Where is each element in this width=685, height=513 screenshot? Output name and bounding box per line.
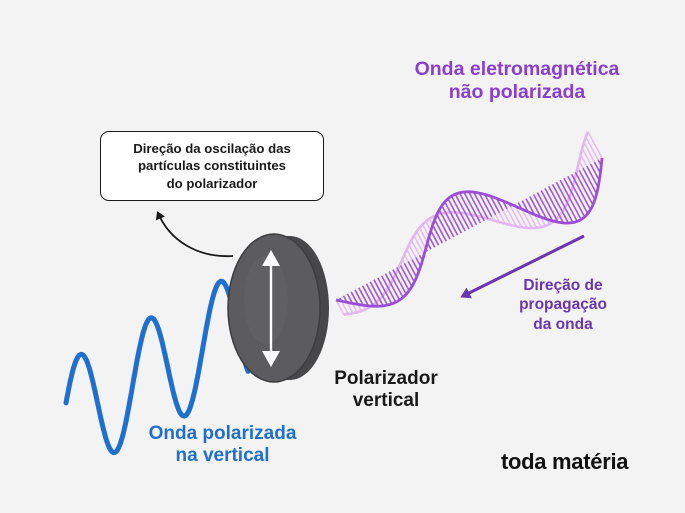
wave-hatch-line <box>454 193 474 228</box>
wave-hatch-line <box>525 198 536 215</box>
wave-hatch-line <box>354 289 364 306</box>
wave-hatch-line <box>586 165 599 188</box>
wave-hatch-line <box>346 293 354 304</box>
wave-hatch-line <box>551 184 574 223</box>
wave-hatch-line <box>510 206 523 228</box>
unpolarized-wave-dark-component <box>335 157 604 308</box>
wave-hatch-line <box>433 219 447 242</box>
arrow-left-down-icon <box>460 234 585 299</box>
wave-hatch-line <box>430 230 440 246</box>
wave-hatch-line <box>589 163 601 181</box>
wave-hatch-line <box>540 190 559 223</box>
wave-hatch-line <box>489 195 501 214</box>
wave-hatch-line <box>548 186 570 224</box>
unpolarized-wave-title-line-2: não polarizada <box>448 81 586 103</box>
polarized-wave-label-line-1: Onda polarizada <box>148 423 297 444</box>
wave-hatch-line <box>463 191 482 224</box>
wave-hatch-line <box>467 191 485 222</box>
wave-hatch-line <box>544 188 565 224</box>
wave-hatch-line <box>436 214 451 240</box>
double-headed-arrow-icon <box>262 250 280 367</box>
wave-hatch-line <box>396 267 410 291</box>
wave-hatch-line <box>563 177 586 218</box>
brand-logo: toda matéria <box>501 449 629 474</box>
wave-hatch-line <box>392 269 407 295</box>
wave-hatch-line <box>380 275 397 303</box>
wave-hatch-line <box>408 244 417 258</box>
wave-hatch-line <box>506 208 518 227</box>
wave-hatch-line <box>369 281 384 307</box>
polarizer-label-line-2: vertical <box>352 390 420 412</box>
wave-hatch-line <box>529 196 542 218</box>
polarizer-label-line-1: Polarizador <box>334 368 438 389</box>
wave-hatch-line <box>585 136 599 161</box>
wave-hatch-line <box>458 192 478 226</box>
wave-hatch-line <box>444 201 463 234</box>
wave-hatch-line <box>483 194 497 216</box>
oscillation-info-box: Direção da oscilação das partículas cons… <box>100 131 324 201</box>
wave-hatch-line <box>411 259 420 273</box>
wave-hatch-line <box>407 261 418 278</box>
wave-hatch-line <box>581 148 592 165</box>
polarizer-disc <box>227 233 329 383</box>
propagation-label: Direção de propagação da onda <box>498 276 628 334</box>
oscillation-info-line-3: do polarizador <box>166 175 258 191</box>
wave-hatch-line <box>532 194 548 220</box>
oscillation-info-line-2: partículas constituintes <box>137 158 287 174</box>
wave-hatch-line <box>405 249 413 260</box>
wave-hatch-line <box>365 283 380 307</box>
polarized-wave-label-line-2: na vertical <box>175 445 270 467</box>
wave-hatch-line <box>438 209 455 238</box>
wave-hatch-line <box>472 191 489 220</box>
wave-hatch-line <box>478 192 493 218</box>
unpolarized-wave-title-line-1: Onda eletromagnética <box>414 58 620 80</box>
wave-hatch-line <box>513 204 528 229</box>
wave-hatch-line <box>413 235 425 254</box>
propagation-label-line-2: propagação <box>519 296 607 314</box>
wave-hatch-line <box>399 265 413 287</box>
wave-hatch-line <box>377 277 393 305</box>
wave-hatch-line <box>335 299 345 315</box>
oscillation-info-line-1: Direção da oscilação das <box>133 140 291 156</box>
wave-hatch-line <box>373 279 389 306</box>
polarized-wave <box>63 278 251 456</box>
wave-hatch-line <box>578 169 596 200</box>
polarizer-label: Polarizador vertical <box>316 368 456 413</box>
propagation-label-line-1: Direção de <box>523 277 603 294</box>
wave-hatch-line <box>559 179 582 220</box>
wave-hatch-line <box>502 210 512 226</box>
wave-hatch-line <box>579 154 588 167</box>
wave-hatch-line <box>582 167 598 195</box>
wave-hatch-line <box>555 181 578 222</box>
curved-arrow-icon <box>155 211 234 257</box>
unpolarized-wave-title: Onda eletromagnética não polarizada <box>372 58 662 104</box>
polarized-wave-label: Onda polarizada na vertical <box>120 423 325 468</box>
wave-hatch-line <box>495 198 504 212</box>
wave-hatch-line <box>498 212 506 225</box>
wave-hatch-line <box>536 192 554 222</box>
wave-hatch-line <box>410 239 421 256</box>
wave-hatch-line <box>450 195 470 230</box>
wave-hatch-line <box>388 271 404 298</box>
wave-hatch-line <box>574 171 594 206</box>
wave-hatch-line <box>570 173 592 210</box>
wave-hatch-line <box>567 175 589 214</box>
wave-hatch-line <box>350 291 359 305</box>
wave-hatch-line <box>403 263 416 283</box>
wave-hatch-line <box>384 273 401 301</box>
wave-hatch-line <box>583 142 596 163</box>
wave-hatch-line <box>361 285 375 307</box>
wave-hatch-line <box>587 131 603 159</box>
wave-hatch-line <box>447 198 466 232</box>
wave-hatch-line <box>358 287 370 307</box>
oscillation-info-text: Direção da oscilação das partículas cons… <box>133 140 291 192</box>
wave-hatch-line <box>431 224 444 244</box>
propagation-label-line-3: da onda <box>533 315 593 333</box>
wave-hatch-line <box>441 205 459 236</box>
